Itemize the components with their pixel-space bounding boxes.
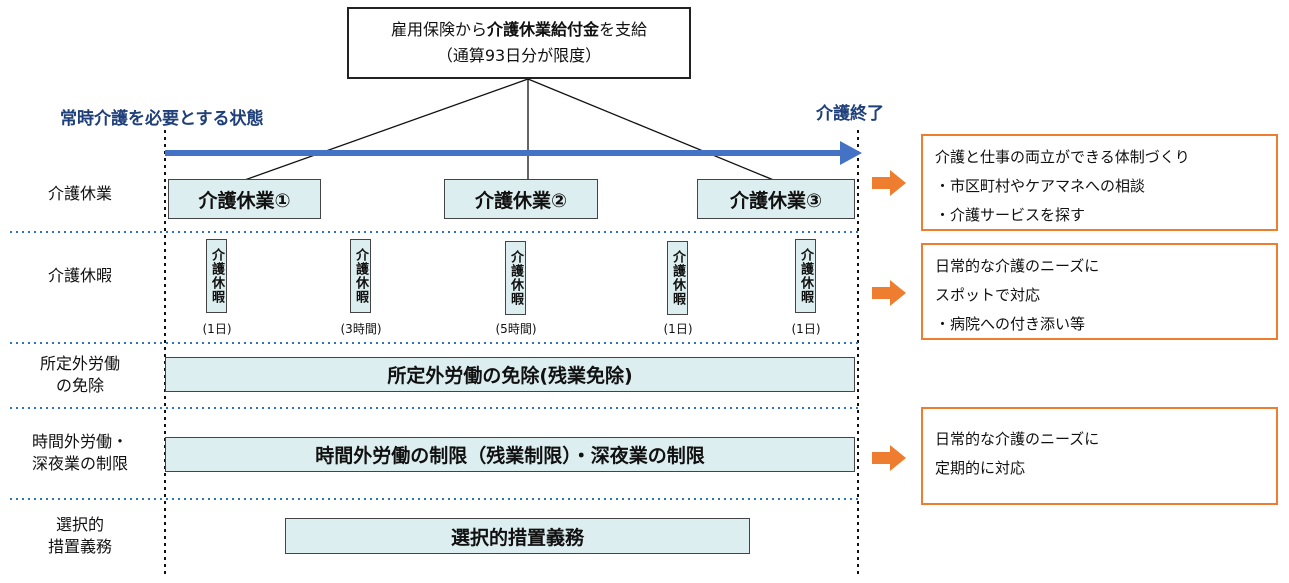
care-day-duration-4: (1日) [663, 322, 693, 336]
note-line: 介護と仕事の両立ができる体制づくり [935, 148, 1190, 166]
benefit-limit: （通算93日分が限度） [436, 46, 602, 65]
note-line: 日常的な介護のニーズに [935, 257, 1100, 275]
benefit-line1: 雇用保険から介護休業給付金を支給 [391, 17, 647, 43]
note-box-3: 日常的な介護のニーズに 定期的に対応 [921, 407, 1278, 505]
note-box-2: 日常的な介護のニーズに スポットで対応 ・病院への付き添い等 [921, 243, 1278, 340]
leave-block-1: 介護休業① [168, 179, 321, 219]
row-label-kaigo-kyuka: 介護休暇 [47, 266, 112, 285]
care-day-box-5: 介護休暇 [795, 239, 816, 313]
benefit-prefix: 雇用保険から [390, 20, 487, 39]
row-label-line: 所定外労働 [39, 354, 120, 373]
benefit-box: 雇用保険から介護休業給付金を支給 （通算93日分が限度） [347, 7, 691, 79]
bar-jikangai: 時間外労働の制限（残業制限）・深夜業の制限 [165, 437, 855, 472]
row-label-line: 措置義務 [47, 537, 112, 556]
connector-lines [241, 78, 777, 182]
note-line: 定期的に対応 [935, 459, 1026, 477]
care-day-duration-2: (3時間) [340, 322, 382, 336]
row-label-line: 深夜業の制限 [31, 454, 128, 473]
care-day-duration-1: (1日) [202, 322, 232, 336]
orange-arrow-icon [872, 445, 906, 471]
row-label-line: 時間外労働・ [31, 432, 128, 451]
bar-sentaku: 選択的措置義務 [285, 518, 750, 554]
orange-arrow-icon [872, 280, 906, 306]
row-label-jikangai: 時間外労働・ 深夜業の制限 [10, 431, 150, 475]
bar-shotei: 所定外労働の免除(残業免除) [165, 357, 855, 392]
row-label-kaigo-kyugyo: 介護休業 [47, 184, 112, 203]
timeline-end-label: 介護終了 [816, 104, 884, 124]
care-day-box-1: 介護休暇 [206, 239, 227, 313]
note-box-1: 介護と仕事の両立ができる体制づくり ・市区町村やケアマネへの相談 ・介護サービス… [921, 134, 1278, 231]
note-line: スポットで対応 [935, 286, 1041, 304]
row-label-line: の免除 [55, 376, 104, 395]
leave-block-3: 介護休業③ [697, 179, 855, 219]
benefit-suffix: を支給 [599, 20, 648, 39]
row-label-shotei: 所定外労働 の免除 [10, 353, 150, 397]
timeline-arrow [165, 141, 862, 165]
care-day-box-3: 介護休暇 [505, 241, 526, 315]
row-label-sentaku: 選択的 措置義務 [10, 514, 150, 558]
note-line: 日常的な介護のニーズに [935, 430, 1100, 448]
note-line: ・市区町村やケアマネへの相談 [935, 177, 1146, 195]
benefit-name: 介護休業給付金 [486, 20, 599, 39]
row-dividers [10, 231, 862, 500]
row-label-line: 選択的 [55, 515, 104, 534]
note-line: ・介護サービスを探す [935, 206, 1086, 224]
care-day-duration-3: (5時間) [495, 322, 537, 336]
care-day-box-4: 介護休暇 [667, 241, 688, 315]
note-line: ・病院への付き添い等 [935, 315, 1086, 333]
leave-block-2: 介護休業② [444, 179, 598, 219]
care-day-box-2: 介護休暇 [350, 239, 371, 313]
timeline-start-label: 常時介護を必要とする状態 [60, 109, 264, 129]
orange-arrow-icon [872, 170, 906, 196]
care-day-duration-5: (1日) [791, 322, 821, 336]
